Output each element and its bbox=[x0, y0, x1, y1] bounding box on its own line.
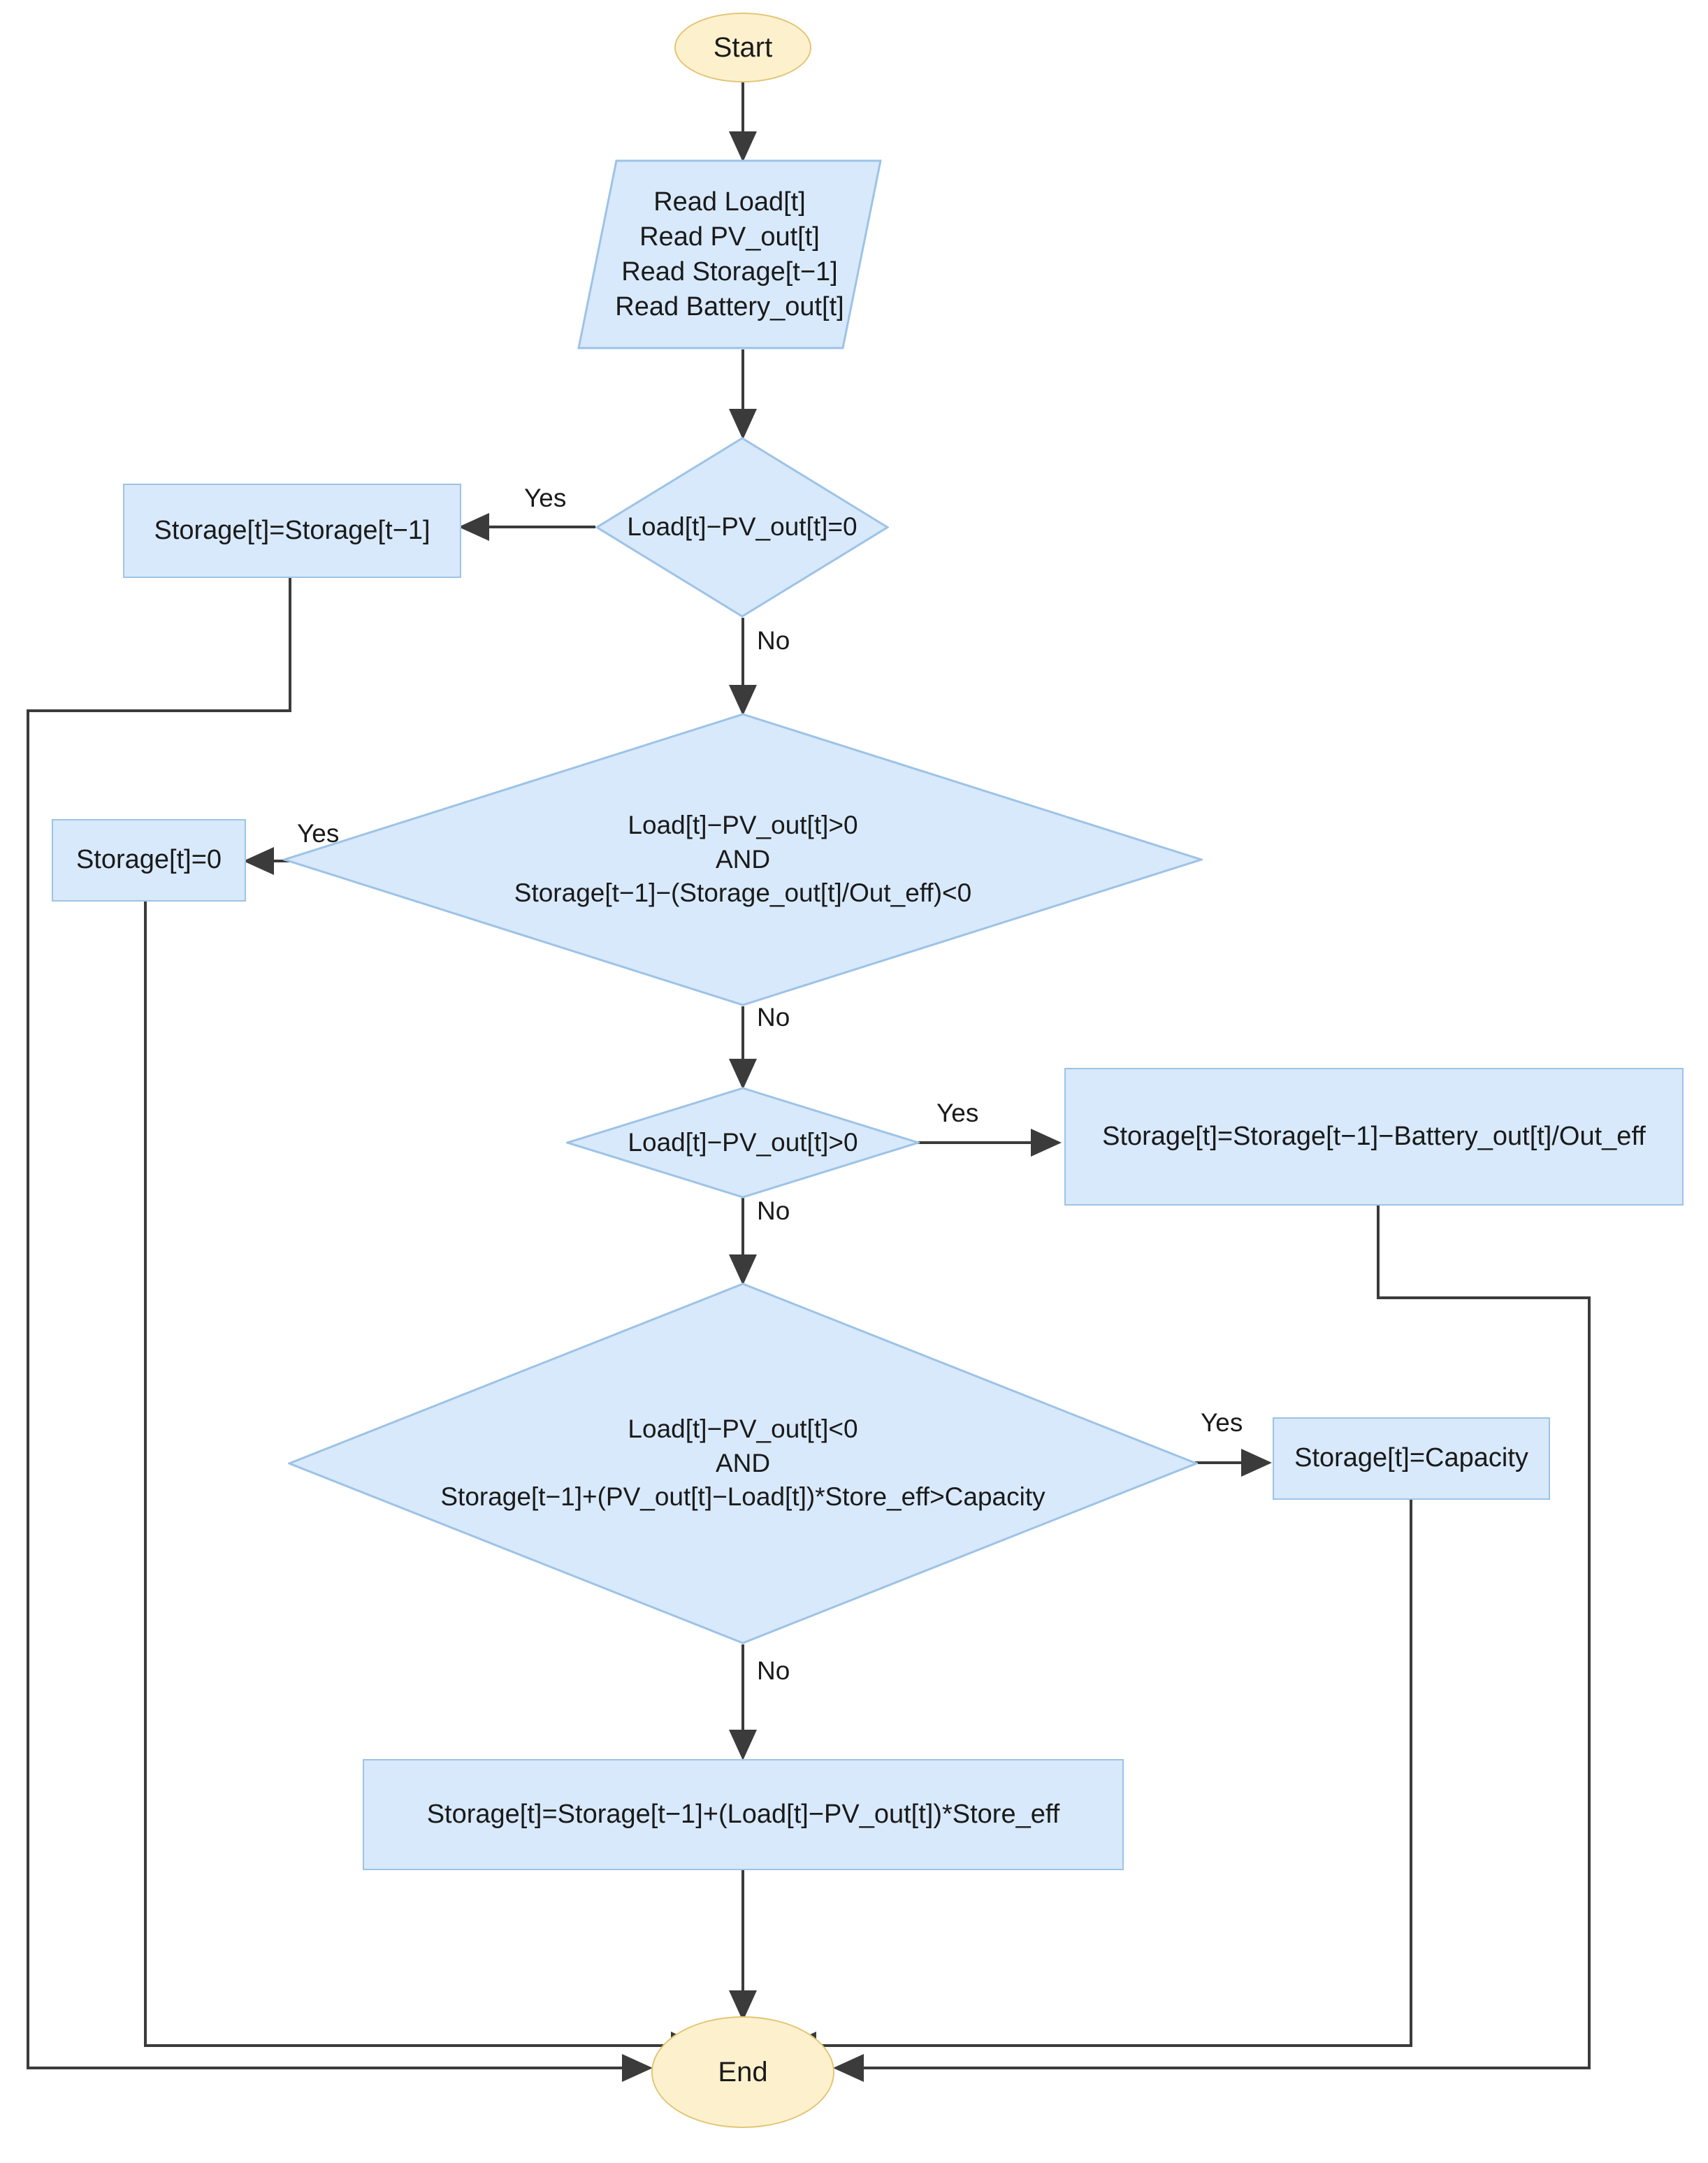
diamond-shape bbox=[595, 437, 889, 618]
diamond-shape bbox=[566, 1087, 920, 1199]
node-decision-deficit-empty-label: Load[t]−PV_out[t]>0 AND Storage[t−1]−(St… bbox=[514, 810, 972, 908]
edge-label-no-deficit: No bbox=[757, 1196, 790, 1225]
edge-label-yes-deficit-empty: Yes bbox=[297, 819, 340, 848]
node-assign-zero-label: Storage[t]=0 bbox=[75, 845, 222, 875]
node-assign-hold-label: Storage[t]=Storage[t−1] bbox=[154, 515, 430, 545]
node-decision-deficit-empty[interactable]: Load[t]−PV_out[t]>0 AND Storage[t−1]−(St… bbox=[283, 713, 1203, 1006]
node-assign-capacity-label: Storage[t]=Capacity bbox=[1294, 1443, 1528, 1473]
node-assign-discharge[interactable]: Storage[t]=Storage[t−1]−Battery_out[t]/O… bbox=[1064, 1068, 1684, 1206]
node-read-inputs[interactable]: Read Load[t] Read PV_out[t] Read Storage… bbox=[577, 159, 882, 349]
node-end[interactable]: End bbox=[651, 2016, 834, 2128]
node-decision-deficit-label: Load[t]−PV_out[t]>0 bbox=[628, 1127, 858, 1157]
edge-label-yes-deficit: Yes bbox=[936, 1099, 979, 1127]
node-decision-equal[interactable]: Load[t]−PV_out[t]=0 bbox=[595, 437, 889, 618]
node-start-label: Start bbox=[713, 32, 773, 63]
node-decision-equal-label: Load[t]−PV_out[t]=0 bbox=[627, 512, 857, 542]
edge-label-no-deficit-empty: No bbox=[757, 1003, 790, 1032]
node-assign-zero[interactable]: Storage[t]=0 bbox=[52, 819, 246, 902]
edge-label-no-surplus-full: No bbox=[757, 1656, 790, 1685]
node-assign-discharge-label: Storage[t]=Storage[t−1]−Battery_out[t]/O… bbox=[1102, 1121, 1646, 1151]
node-assign-charge-label: Storage[t]=Storage[t−1]+(Load[t]−PV_out[… bbox=[426, 1799, 1060, 1829]
node-decision-surplus-full[interactable]: Load[t]−PV_out[t]<0 AND Storage[t−1]+(PV… bbox=[288, 1282, 1198, 1644]
node-decision-surplus-full-label: Load[t]−PV_out[t]<0 AND Storage[t−1]+(PV… bbox=[440, 1414, 1045, 1512]
node-assign-hold[interactable]: Storage[t]=Storage[t−1] bbox=[123, 484, 461, 578]
diamond-shape bbox=[288, 1282, 1198, 1644]
node-decision-deficit[interactable]: Load[t]−PV_out[t]>0 bbox=[566, 1087, 920, 1199]
node-end-label: End bbox=[718, 2057, 768, 2088]
node-assign-charge[interactable]: Storage[t]=Storage[t−1]+(Load[t]−PV_out[… bbox=[363, 1759, 1124, 1870]
edge-label-yes-surplus-full: Yes bbox=[1201, 1408, 1243, 1437]
parallelogram-shape bbox=[577, 159, 882, 349]
node-assign-capacity[interactable]: Storage[t]=Capacity bbox=[1273, 1417, 1550, 1500]
node-start[interactable]: Start bbox=[674, 13, 811, 82]
node-read-inputs-label: Read Load[t] Read PV_out[t] Read Storage… bbox=[615, 187, 844, 322]
edge-label-yes-equal: Yes bbox=[524, 484, 567, 512]
diamond-shape bbox=[283, 713, 1203, 1006]
edge-label-no-equal: No bbox=[757, 626, 790, 655]
